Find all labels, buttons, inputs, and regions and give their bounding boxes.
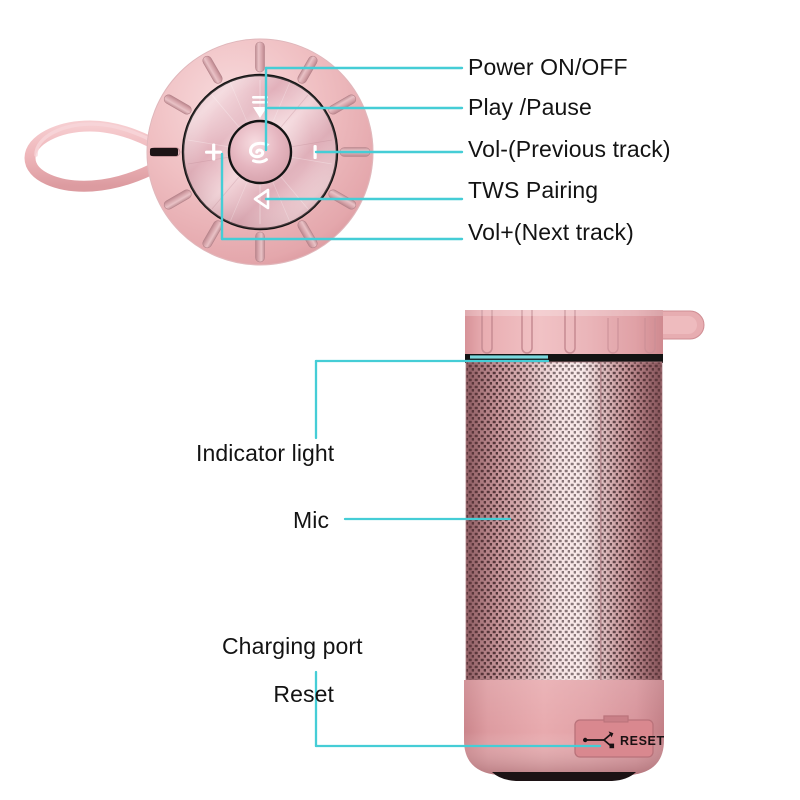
speaker-body-side-view: RESET bbox=[464, 310, 705, 781]
vol-plus-icon[interactable] bbox=[205, 143, 222, 161]
reset-text: RESET bbox=[620, 734, 665, 748]
callout-label-charging-port: Charging port Reset bbox=[196, 610, 363, 755]
lanyard-anchor-slot bbox=[150, 148, 178, 156]
top-view-leader-lines bbox=[220, 66, 464, 241]
charging-port-line2: Reset bbox=[273, 681, 334, 708]
callout-label-vol-plus: Vol+(Next track) bbox=[468, 219, 634, 245]
charging-port-panel[interactable]: RESET bbox=[574, 715, 665, 758]
callout-label-mic: Mic bbox=[293, 507, 330, 533]
control-pad-top-view[interactable] bbox=[146, 38, 374, 266]
callout-label-indicator-light: Indicator light bbox=[196, 440, 335, 466]
usb-icon bbox=[583, 731, 615, 749]
cap-slot-grooves bbox=[481, 310, 656, 354]
speaker-mesh-grille bbox=[465, 361, 663, 683]
callout-label-vol-minus: Vol-(Previous track) bbox=[468, 136, 671, 162]
callout-label-tws-pairing: TWS Pairing bbox=[468, 177, 599, 203]
callout-label-power: Power ON/OFF bbox=[468, 54, 628, 80]
body-leader-lines bbox=[314, 359, 602, 748]
top-cap-with-slots bbox=[465, 310, 663, 361]
indicator-light-strip bbox=[465, 354, 663, 363]
charging-port-line1: Charging port bbox=[221, 633, 363, 660]
play-pause-icon[interactable] bbox=[252, 96, 268, 118]
callout-label-play-pause: Play /Pause bbox=[468, 94, 592, 120]
